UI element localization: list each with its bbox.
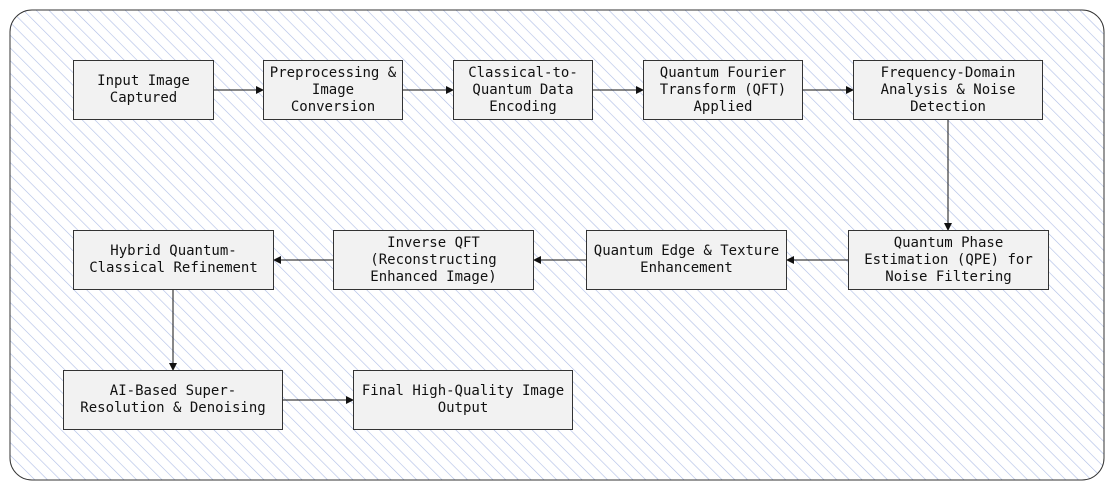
connectors bbox=[169, 86, 952, 404]
node-inverse-qft: Inverse QFT (Reconstructing Enhanced Ima… bbox=[333, 230, 534, 290]
node-classical-to-quantum-encoding: Classical-to- Quantum Data Encoding bbox=[453, 60, 593, 120]
node-frequency-domain-analysis: Frequency-Domain Analysis & Noise Detect… bbox=[853, 60, 1043, 120]
container-frame bbox=[9, 9, 1105, 481]
node-preprocessing-image-conversion: Preprocessing & Image Conversion bbox=[263, 60, 403, 120]
node-hybrid-quantum-classical-refinement: Hybrid Quantum- Classical Refinement bbox=[73, 230, 274, 290]
node-quantum-phase-estimation: Quantum Phase Estimation (QPE) for Noise… bbox=[848, 230, 1049, 290]
node-quantum-fourier-transform: Quantum Fourier Transform (QFT) Applied bbox=[643, 60, 803, 120]
node-quantum-edge-texture-enhancement: Quantum Edge & Texture Enhancement bbox=[586, 230, 787, 290]
node-ai-super-resolution-denoising: AI-Based Super- Resolution & Denoising bbox=[63, 370, 283, 430]
node-input-image-captured: Input Image Captured bbox=[73, 60, 214, 120]
node-final-high-quality-output: Final High-Quality Image Output bbox=[353, 370, 573, 430]
